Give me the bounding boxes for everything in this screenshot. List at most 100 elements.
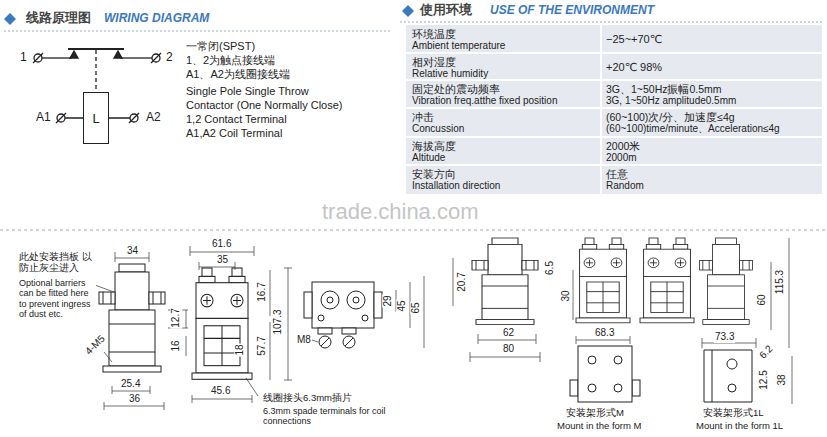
mount-plate (614, 356, 622, 364)
table-grid (406, 25, 822, 194)
text-label: Altitude (412, 152, 445, 164)
top-view (304, 292, 312, 318)
contactor-drawing (99, 264, 165, 372)
top-view (318, 315, 324, 321)
dimension-text: 115.3 (774, 269, 786, 295)
text-label: 使用环境 (420, 3, 472, 18)
text-label: Random (606, 180, 644, 192)
wiring-symbol (151, 53, 161, 63)
text-label: Ambient temperature (412, 40, 505, 52)
text-label: 此处安装挡板 以防止灰尘进入 (18, 252, 94, 274)
text-label: WIRING DIAGRAM (104, 12, 209, 26)
text-label: 68.3 (594, 327, 615, 339)
dimension-text: 20.7 (456, 271, 468, 292)
mount-plate (570, 346, 752, 402)
top-view (353, 297, 359, 303)
text-label: 固定处的震动频率 (412, 83, 500, 95)
dimension-text: 29 (382, 294, 394, 307)
text-label: 冲击 (412, 111, 434, 123)
top-view (347, 291, 365, 309)
text-label: (60~100)次/分、加速度≤4g (606, 111, 735, 123)
mount-plate (632, 380, 640, 396)
dimension-text: 16.7 (256, 281, 268, 302)
text-label: 35 (216, 254, 229, 266)
text-label: 6.3mm spade terminals for coil connectio… (262, 406, 389, 427)
dimension-text: 4-M5 (82, 332, 108, 358)
dimension-text: 57.7 (256, 335, 268, 356)
table-grid (406, 25, 822, 194)
dimension-lines (270, 270, 271, 380)
table-grid (406, 25, 822, 194)
text-label: 62 (502, 327, 515, 339)
coil-box: L (83, 92, 109, 144)
mount-plate (712, 350, 713, 402)
dimension-text: 12.7 (170, 307, 182, 328)
top-view (321, 338, 353, 346)
text-label: 45.6 (210, 385, 231, 397)
separator-line (0, 230, 827, 231)
wiring-symbol (129, 113, 139, 123)
mount-plate (578, 346, 632, 402)
top-view (318, 328, 332, 334)
text-label: 安装方向 (412, 168, 456, 180)
text-label: Contactor (One Normally Close) (186, 99, 343, 112)
wiring-symbol (42, 57, 72, 58)
text-label: 线路原理图 (26, 11, 91, 26)
dimension-text: 107.3 (272, 308, 284, 335)
dimension-text: 65 (410, 301, 422, 314)
dimension-text: 18 (234, 343, 246, 356)
top-view (374, 292, 382, 318)
coil-label: L (92, 111, 99, 126)
text-label: Mount in the form M (557, 421, 641, 432)
contactor-drawing (640, 238, 694, 323)
text-label: 线圈接头6.3mm插片 (262, 393, 353, 404)
top-view (342, 328, 356, 334)
wiring-symbol (120, 57, 152, 58)
text-label: 36 (128, 393, 141, 405)
top-view (312, 282, 374, 328)
text-label: 安装架形式M (566, 408, 624, 419)
text-label: 任意 (606, 168, 628, 180)
text-label: Vibration freq.atthe fixed position (412, 95, 557, 107)
dimension-text: 45 (396, 299, 408, 312)
text-label: 2000米 (606, 140, 640, 152)
text-label: 1,2 Contact Terminal (186, 113, 287, 126)
text-label: 一常闭(SPST) (186, 40, 255, 53)
text-label: Mount in the form 1L (696, 421, 783, 432)
wiring-symbol (33, 53, 43, 63)
top-view (362, 315, 368, 321)
contactor-drawing (99, 238, 752, 379)
text-label: 安装架形式1L (703, 408, 764, 419)
dimension-lines (771, 238, 792, 404)
mount-plate (727, 359, 737, 369)
text-label: A2 (146, 111, 161, 125)
text-label: 环境温度 (412, 28, 456, 40)
text-label: 1、2为触点接线端 (186, 54, 275, 67)
dimension-text: 12.5 (758, 369, 770, 390)
text-label: 3G, 1~50Hz amplitude0.5mm (606, 95, 736, 107)
top-view (327, 297, 333, 303)
contactor-drawing (576, 238, 630, 323)
wiring-symbol (70, 51, 78, 58)
text-label: 73.3 (714, 331, 735, 343)
wiring-symbol (56, 113, 66, 123)
text-label: A1,A2 Coil Terminal (186, 127, 282, 140)
contactor-drawing (700, 238, 753, 324)
text-label: A1、A2为线圈接线端 (186, 68, 290, 81)
text-label: Installation direction (412, 180, 500, 192)
dimension-text: 38 (776, 373, 788, 386)
mount-plate (614, 384, 622, 392)
header-decor (400, 22, 822, 23)
dimension-lines (104, 352, 112, 362)
header-decor (402, 5, 414, 17)
text-label: +20℃ 98% (606, 61, 662, 74)
text-label: Relative humidity (412, 68, 488, 80)
header-decor (4, 31, 392, 32)
text-label: 25.4 (120, 378, 141, 390)
dimension-text: 16 (170, 339, 182, 352)
text-label: 2 (166, 51, 173, 65)
top-view (304, 282, 382, 348)
contactor-drawing (472, 238, 538, 324)
text-label: 3G、1~50Hz振幅0.5mm (606, 83, 722, 95)
wiring-symbol (57, 114, 65, 122)
